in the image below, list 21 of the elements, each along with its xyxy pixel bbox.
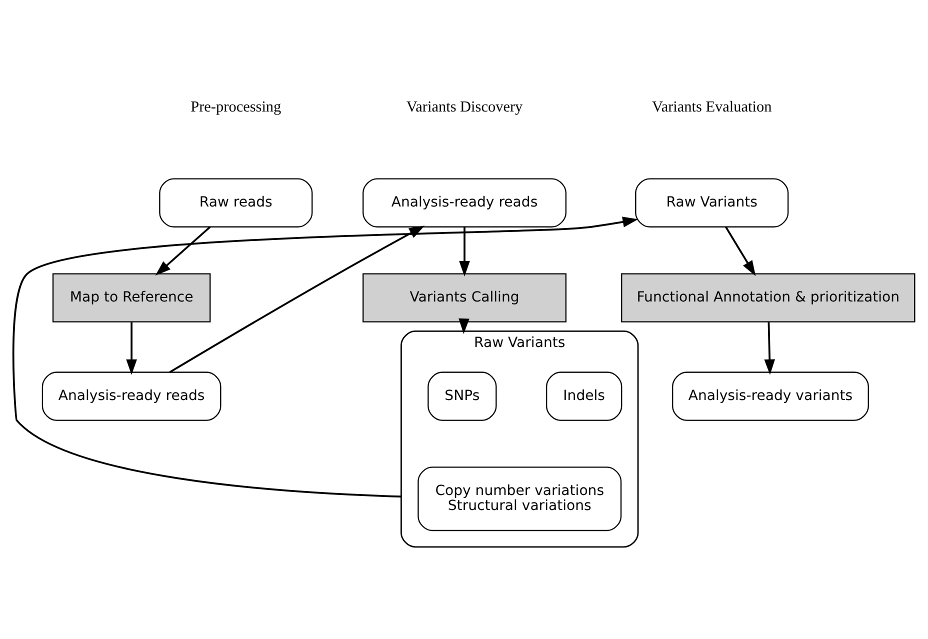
node-box: Analysis-ready reads: [362, 178, 566, 228]
node-box: Analysis-ready reads: [42, 372, 222, 421]
node-box: Raw reads: [159, 178, 313, 228]
node-box: Indels: [546, 372, 622, 421]
arrow: [724, 226, 756, 276]
arrow: [12, 216, 638, 498]
arrow: [155, 226, 211, 276]
node-box: Functional Annotation & prioritization: [621, 273, 916, 322]
arrow: [764, 322, 776, 375]
label: Pre-processing: [190, 98, 282, 116]
arrow: [126, 322, 137, 375]
node-box: Analysis-ready variants: [672, 372, 869, 421]
label: Variants Evaluation: [652, 98, 772, 116]
arrow: [169, 226, 425, 374]
node-box: Map to Reference: [52, 273, 211, 322]
label: Variants Discovery: [406, 98, 523, 116]
arrow: [458, 318, 470, 334]
node-box: Copy number variations Structural variations: [418, 466, 622, 532]
node-box: SNPs: [428, 372, 497, 421]
arrow: [459, 226, 470, 277]
node-box: Raw Variants: [635, 178, 789, 228]
